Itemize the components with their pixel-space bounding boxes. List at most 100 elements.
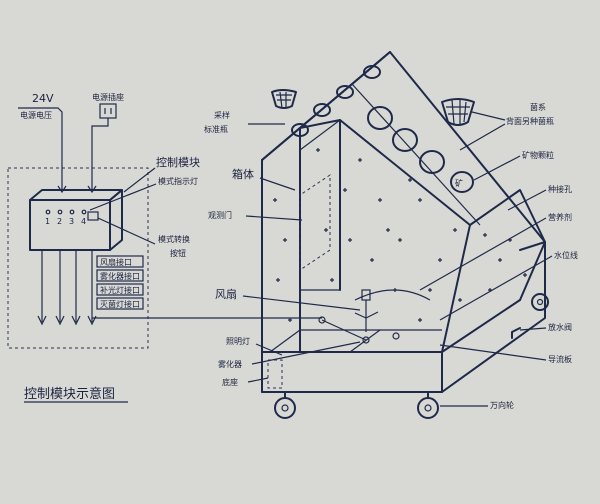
mineral-marker: 矿 bbox=[455, 178, 463, 188]
indicator-lamp-4 bbox=[81, 209, 87, 215]
output-arrow-4 bbox=[87, 315, 97, 326]
right-panel-outline bbox=[339, 119, 471, 353]
module-top bbox=[29, 189, 123, 201]
mineral-hole bbox=[450, 171, 474, 193]
inner-divider bbox=[349, 329, 381, 353]
leader-mineral-particle bbox=[473, 155, 521, 181]
switch-label-1: 模式转换 bbox=[158, 234, 190, 244]
caster-front-right bbox=[417, 397, 439, 419]
speckle-mark bbox=[370, 258, 374, 262]
speckle-mark bbox=[418, 198, 422, 202]
control-module-group: 24V 电源电压 电源插座 1 2 3 4 控制模块 模式指示灯 模式转换 按钮 bbox=[7, 92, 322, 403]
roof-hole-1 bbox=[363, 65, 381, 79]
bottom-right-edge bbox=[441, 299, 521, 353]
speckle-mark bbox=[523, 273, 527, 277]
cabinet-group: 矿 bbox=[204, 51, 578, 419]
cabinet-base bbox=[261, 351, 443, 393]
speckle-mark bbox=[330, 278, 334, 282]
speckle-mark bbox=[276, 278, 280, 282]
speckle-mark bbox=[288, 318, 292, 322]
base-right-edge bbox=[441, 241, 546, 393]
socket-pins bbox=[104, 108, 112, 114]
output-port-light: 补光灯接口 bbox=[100, 285, 140, 295]
leader-switch bbox=[97, 217, 156, 245]
leader-cabinet-body bbox=[259, 177, 296, 191]
caster-front-left bbox=[274, 397, 296, 419]
leader-module bbox=[123, 167, 156, 193]
output-port-uv: 灭菌灯接口 bbox=[100, 299, 140, 309]
roof-hole-7 bbox=[419, 150, 445, 174]
label-strain-bottle-1: 菌系 bbox=[530, 102, 546, 112]
culture-medium-mound bbox=[354, 289, 431, 301]
roof-hole-6 bbox=[392, 128, 418, 152]
speckle-mark bbox=[393, 288, 397, 292]
output-port-box-4 bbox=[96, 297, 144, 310]
caster-back-right-hub bbox=[536, 298, 544, 306]
label-drain-valve: 放水阀 bbox=[548, 322, 572, 332]
leader-atomizer bbox=[251, 341, 361, 365]
speckle-mark bbox=[343, 188, 347, 192]
label-culture-medium: 营养剂 bbox=[548, 212, 572, 222]
power-wire bbox=[18, 107, 63, 190]
module-front bbox=[29, 199, 111, 251]
label-mineral-particle: 矿物颗粒 bbox=[522, 150, 554, 160]
leader-culture-medium bbox=[419, 217, 547, 291]
output-port-atomizer: 雾化器接口 bbox=[100, 271, 140, 281]
speckle-mark bbox=[428, 288, 432, 292]
label-lighting-lamp: 照明灯 bbox=[226, 336, 250, 346]
switch-label-2: 按钮 bbox=[170, 248, 186, 258]
fan-connector-line bbox=[321, 319, 367, 341]
label-caster: 万向轮 bbox=[490, 400, 514, 410]
leader-water-line bbox=[439, 255, 553, 321]
indicator-lamp-1 bbox=[45, 209, 51, 215]
cabinet-roof-outline bbox=[299, 51, 546, 251]
output-arrow-3 bbox=[71, 315, 81, 326]
side-panel-outline bbox=[469, 189, 546, 301]
speckle-mark bbox=[398, 238, 402, 242]
module-side bbox=[109, 189, 123, 251]
power-socket-label: 电源插座 bbox=[92, 92, 124, 102]
power-arrow bbox=[57, 185, 67, 194]
speckle-mark bbox=[418, 318, 422, 322]
output-port-fan: 风扇接口 bbox=[100, 257, 132, 267]
socket-wire bbox=[91, 118, 109, 190]
roof-hole-5 bbox=[367, 106, 393, 130]
power-24v-label: 24V bbox=[32, 92, 54, 105]
panel-speckle bbox=[273, 148, 527, 322]
fan-blades bbox=[354, 311, 379, 319]
speckle-mark bbox=[408, 178, 412, 182]
strain-bottle-icon bbox=[441, 98, 475, 126]
roof-hole-2 bbox=[336, 85, 354, 99]
label-strain-bottle-2: 背面另种菌瓶 bbox=[506, 116, 554, 126]
leader-guide-plate bbox=[439, 344, 547, 361]
socket-arrow bbox=[87, 185, 97, 194]
speckle-mark bbox=[324, 228, 328, 232]
atomizer-nozzle bbox=[392, 332, 400, 340]
speckle-mark bbox=[438, 258, 442, 262]
cabinet-front-outline bbox=[261, 159, 443, 393]
leader-strain-bottle bbox=[471, 111, 506, 121]
drain-valve-icon bbox=[511, 327, 521, 339]
output-arrow-2 bbox=[55, 315, 65, 326]
base-compartment bbox=[267, 359, 283, 389]
control-diagram-title: 控制模块示意图 bbox=[24, 386, 115, 402]
label-cabinet-body: 箱体 bbox=[232, 167, 254, 181]
label-atomizer: 雾化器 bbox=[218, 359, 242, 369]
mode-switch-button bbox=[87, 211, 99, 221]
output-port-box-1 bbox=[96, 255, 144, 268]
control-enclosure bbox=[7, 167, 149, 349]
speckle-mark bbox=[498, 258, 502, 262]
socket-icon bbox=[99, 103, 117, 119]
terminal-2: 2 bbox=[57, 217, 62, 226]
speckle-mark bbox=[283, 238, 287, 242]
speckle-mark bbox=[348, 238, 352, 242]
fan-connector-node bbox=[318, 316, 326, 324]
speckle-mark bbox=[273, 198, 277, 202]
leader-base bbox=[247, 377, 269, 383]
terminal-4: 4 bbox=[81, 217, 86, 226]
leader-fan bbox=[242, 295, 361, 311]
inner-shelf bbox=[299, 289, 340, 330]
output-port-box-3 bbox=[96, 283, 144, 296]
